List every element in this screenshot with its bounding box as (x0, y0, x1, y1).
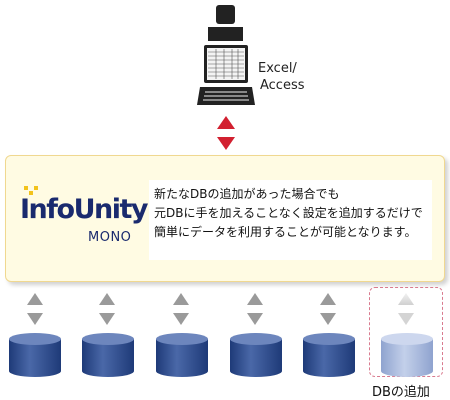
gray-double-arrow-icon (173, 293, 189, 325)
description-box: 新たなDBの追加があった場合でも 元DBに手を加えることなく設定を追加するだけで… (149, 180, 432, 260)
database-icon (9, 333, 61, 377)
red-double-arrow-icon (217, 116, 235, 150)
gray-double-arrow-icon (320, 293, 336, 325)
client-app-label: Excel/ Access (258, 60, 305, 94)
gray-double-arrow-icon (27, 293, 43, 325)
database-icon (156, 333, 208, 377)
client-label-line1: Excel/ (258, 61, 297, 76)
database-icon (82, 333, 134, 377)
description-line-3: 簡単にデータを利用することが可能となります。 (154, 225, 417, 239)
gray-double-arrow-icon (99, 293, 115, 325)
faded-double-arrow-icon (398, 293, 414, 325)
description-line-1: 新たなDBの追加があった場合でも (154, 187, 340, 201)
database-icon (230, 333, 282, 377)
logo-mark-icon (24, 186, 38, 195)
new-database-icon (381, 333, 433, 377)
user-at-computer-icon (197, 5, 255, 105)
description-line-2: 元DBに手を加えることなく設定を追加するだけで (154, 206, 423, 220)
database-icon (303, 333, 355, 377)
gray-double-arrow-icon (247, 293, 263, 325)
new-db-label: DBの追加 (372, 385, 430, 400)
client-label-line2: Access (260, 78, 305, 93)
logo-text: InfoUnity (20, 194, 148, 225)
logo-subtext: MONO (88, 230, 132, 245)
